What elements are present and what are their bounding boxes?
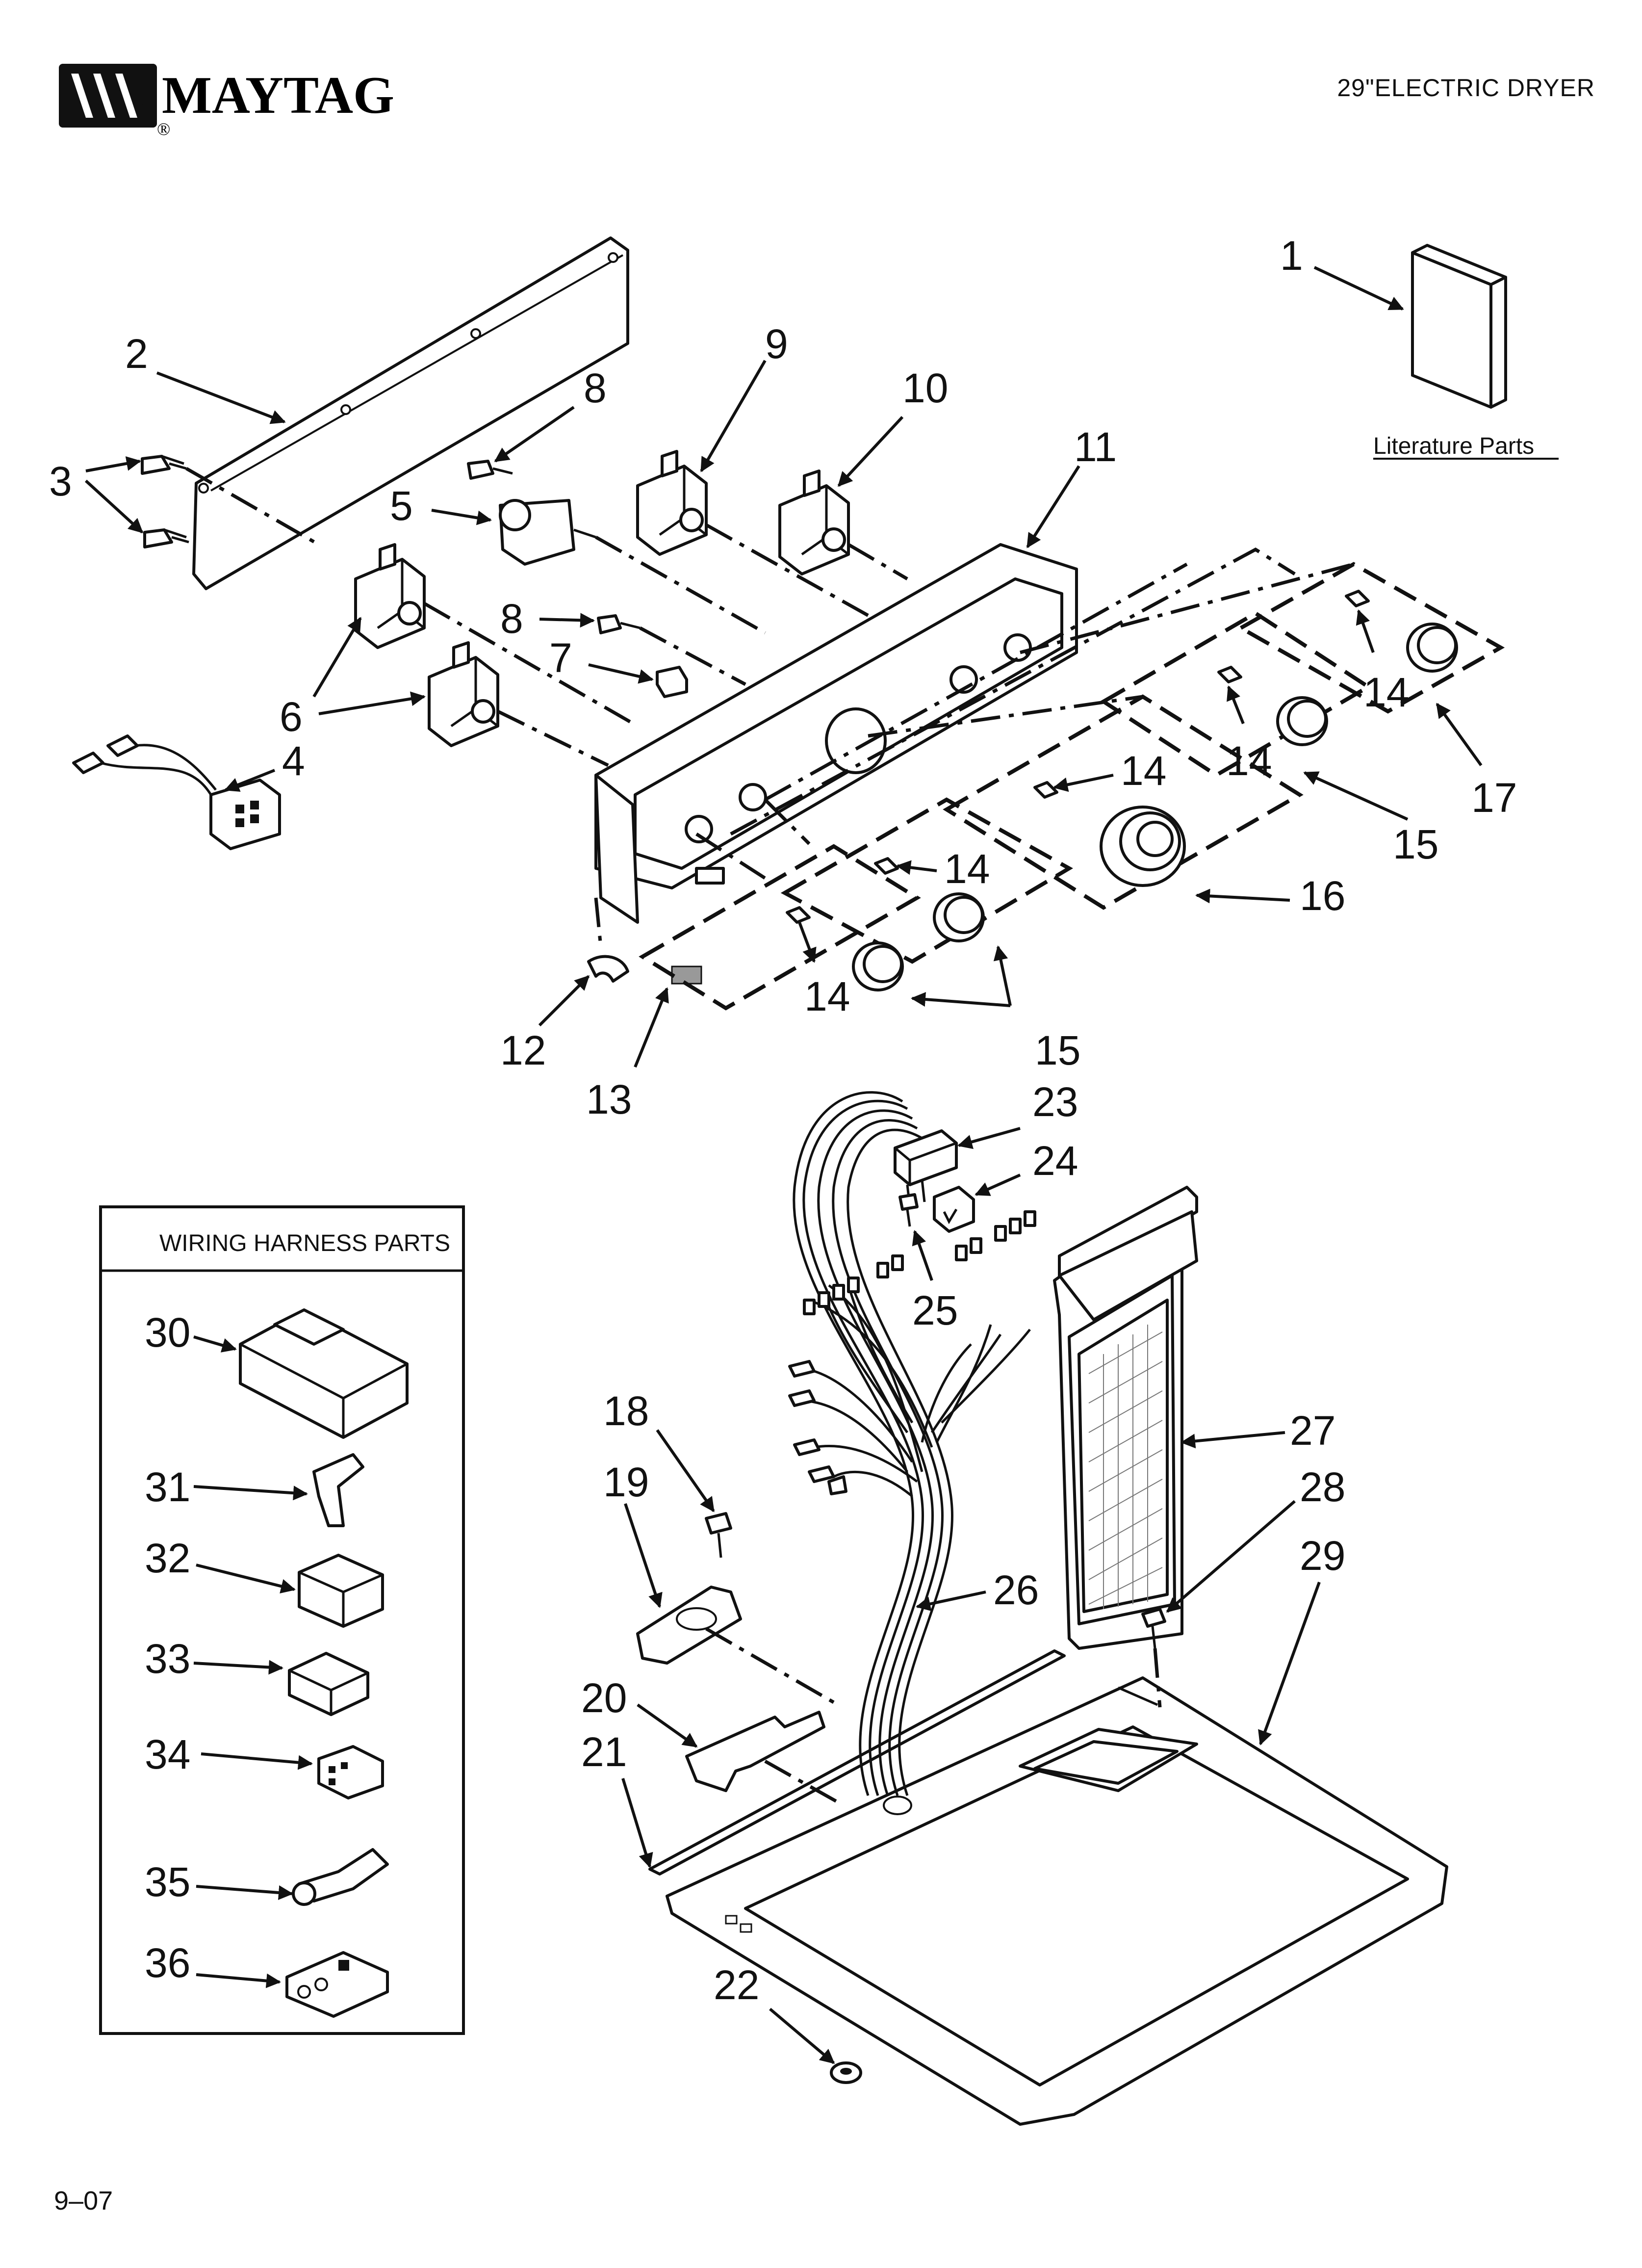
- brand-wordmark: MAYTAG: [162, 66, 394, 125]
- callout-14-c: 14: [1121, 748, 1166, 794]
- callout-25: 25: [912, 1287, 958, 1333]
- bracket-20: [685, 1711, 825, 1792]
- knob-insert-left-lower: [786, 906, 811, 924]
- screw-8-upper: [467, 460, 513, 480]
- temperature-switch: [499, 499, 596, 566]
- callout-15-upper: 15: [1393, 821, 1438, 867]
- maytag-logo: MAYTAG ®: [59, 64, 394, 139]
- callout-3: 3: [49, 458, 72, 504]
- switch-6-lower: [428, 641, 499, 747]
- control-console: [594, 543, 1078, 924]
- terminal-35: [292, 1848, 389, 1906]
- callout-8-upper: 8: [584, 365, 607, 411]
- callout-32: 32: [145, 1535, 190, 1581]
- mounting-plate-19: [636, 1586, 742, 1665]
- registered-mark: ®: [157, 119, 170, 139]
- console-bracket: [192, 236, 629, 590]
- screw-18: [705, 1512, 732, 1558]
- screw-25: [898, 1193, 919, 1227]
- callout-10: 10: [902, 365, 948, 411]
- callout-17: 17: [1471, 775, 1517, 821]
- callout-35: 35: [145, 1859, 190, 1905]
- callout-27: 27: [1290, 1408, 1335, 1454]
- callout-2: 2: [125, 331, 148, 377]
- callout-8-lower: 8: [500, 596, 523, 642]
- callout-26: 26: [993, 1567, 1039, 1613]
- callout-23: 23: [1032, 1079, 1078, 1125]
- label-13: [671, 965, 702, 985]
- selector-switch-9: [636, 450, 708, 556]
- literature-parts-label: Literature Parts: [1373, 433, 1534, 459]
- callout-36: 36: [145, 1940, 190, 1986]
- knob-left-upper: [933, 892, 985, 942]
- callout-14-d: 14: [1226, 738, 1272, 784]
- clip-31: [312, 1453, 364, 1527]
- callout-28: 28: [1300, 1464, 1345, 1510]
- lint-filter-27: [1053, 1186, 1198, 1650]
- document-title: 29"ELECTRIC DRYER: [1337, 74, 1595, 102]
- callout-9: 9: [765, 321, 788, 367]
- screw-pair: [141, 455, 189, 548]
- callout-13: 13: [586, 1076, 632, 1122]
- callout-14-b: 14: [944, 846, 990, 892]
- selector-switch-10: [778, 469, 850, 575]
- page-number: 9–07: [54, 2186, 113, 2216]
- lint-screen-grid: [1088, 1325, 1163, 1609]
- knob-right-lower: [1276, 696, 1328, 746]
- callout-1: 1: [1280, 233, 1303, 279]
- switch-6-upper: [354, 543, 426, 649]
- knob-left-lower: [852, 941, 904, 991]
- callout-29: 29: [1300, 1533, 1345, 1579]
- timer-knob: [1100, 806, 1186, 887]
- callout-6: 6: [280, 694, 303, 740]
- knob-insert-left-upper: [874, 857, 899, 875]
- main-wire-harness: [793, 1091, 1031, 1796]
- connector-33: [288, 1652, 369, 1716]
- trim-strip-21: [648, 1649, 1066, 1876]
- knob-insert-right-lower: [1217, 666, 1242, 683]
- clip-12: [587, 955, 629, 983]
- callout-7: 7: [549, 635, 572, 681]
- callout-5: 5: [390, 483, 413, 529]
- wiring-harness-parts-title: WIRING HARNESS PARTS: [159, 1230, 450, 1256]
- knob-right-upper: [1406, 623, 1458, 673]
- screw-8-lower: [597, 614, 641, 634]
- callout-12: 12: [500, 1027, 546, 1073]
- callout-15-lower: 15: [1035, 1027, 1080, 1073]
- knob-insert-center: [1033, 781, 1058, 799]
- callout-31: 31: [145, 1464, 190, 1510]
- connector-30: [239, 1308, 409, 1439]
- callout-16: 16: [1300, 873, 1345, 919]
- callout-4: 4: [282, 738, 305, 784]
- terminal-block-23: [894, 1129, 958, 1207]
- harness-terminals: [788, 1210, 1036, 1495]
- top-panel: [666, 1676, 1448, 2126]
- callout-24: 24: [1032, 1138, 1078, 1184]
- callout-33: 33: [145, 1636, 190, 1682]
- maytag-emblem-icon: [59, 64, 157, 128]
- callout-22: 22: [714, 1962, 759, 2008]
- indicator-light: [656, 666, 688, 698]
- callout-18: 18: [603, 1388, 649, 1434]
- connector-36: [285, 1951, 389, 2018]
- screw-28: [1141, 1608, 1166, 1708]
- callout-19: 19: [603, 1459, 649, 1505]
- connector-34: [317, 1745, 384, 1799]
- wire-harness-4: [72, 734, 281, 850]
- connector-32: [298, 1554, 384, 1628]
- literature-book: [1411, 244, 1507, 409]
- callout-14-a: 14: [804, 973, 850, 1019]
- foot-22: [830, 2061, 862, 2084]
- callout-20: 20: [581, 1675, 627, 1721]
- callout-30: 30: [145, 1309, 190, 1356]
- bracket-24: [933, 1186, 975, 1233]
- callout-21: 21: [581, 1729, 627, 1775]
- callout-14-e: 14: [1363, 669, 1409, 715]
- knob-insert-right-upper: [1345, 590, 1370, 607]
- callout-11: 11: [1074, 424, 1117, 470]
- callout-34: 34: [145, 1731, 190, 1777]
